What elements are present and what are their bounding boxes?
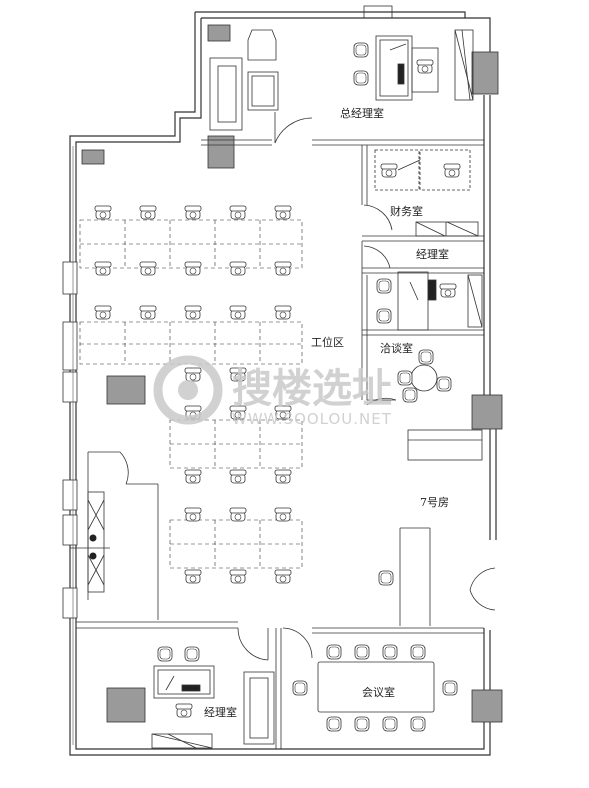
label-manager-bottom: 经理室: [204, 705, 237, 719]
label-workstations: 工位区: [311, 335, 344, 349]
left-storage: [70, 451, 159, 620]
watermark-text: 搜楼选址: [232, 366, 392, 412]
gm-room: [201, 5, 484, 146]
left-windows: [62, 261, 78, 619]
watermark-url: WWW.SOOLOU.NET: [232, 410, 392, 428]
negotiation-room: [366, 364, 483, 461]
label-general-manager: 总经理室: [340, 106, 384, 120]
manager-room-top: [361, 241, 484, 400]
label-negotiation: 洽谈室: [380, 341, 413, 355]
watermark: 搜楼选址 WWW.SOOLOU.NET: [153, 355, 392, 428]
manager-room-bottom: [151, 665, 275, 749]
label-conference: 会议室: [362, 685, 395, 699]
interior-walls: [76, 527, 496, 749]
label-room7: 7号房: [420, 496, 449, 509]
finance-room: [361, 145, 484, 242]
conference-room: [317, 661, 435, 713]
label-finance: 财务室: [390, 204, 423, 218]
label-manager-top: 经理室: [416, 247, 449, 261]
columns: [81, 24, 503, 723]
